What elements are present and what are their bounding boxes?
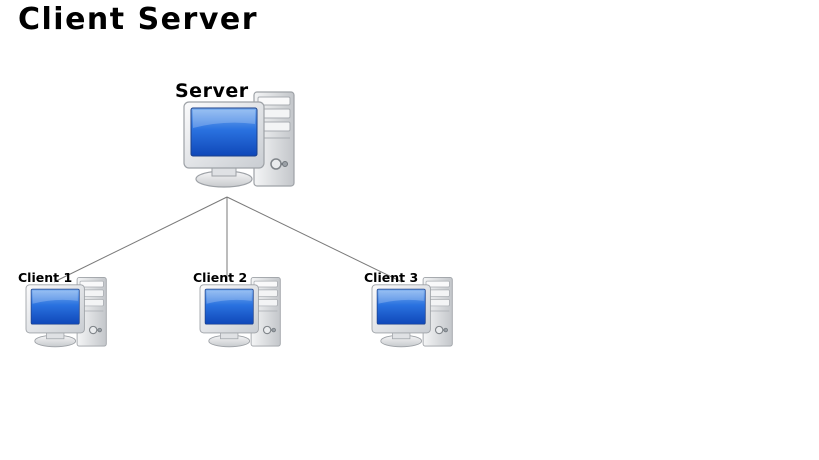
client-2-label: Client 2 — [193, 270, 248, 285]
link-server-client-3 — [226, 196, 403, 283]
diagram-title: Client Server — [18, 2, 259, 37]
client-1-computer-icon — [25, 276, 107, 348]
server-label: Server — [175, 80, 249, 102]
server-computer-icon — [183, 91, 295, 188]
client-1-label: Client 1 — [18, 270, 73, 285]
link-server-client-1 — [53, 196, 228, 283]
client-2-computer-icon — [199, 276, 281, 348]
client-3-computer-icon — [371, 276, 453, 348]
client-3-label: Client 3 — [364, 270, 419, 285]
connection-lines — [53, 196, 403, 283]
